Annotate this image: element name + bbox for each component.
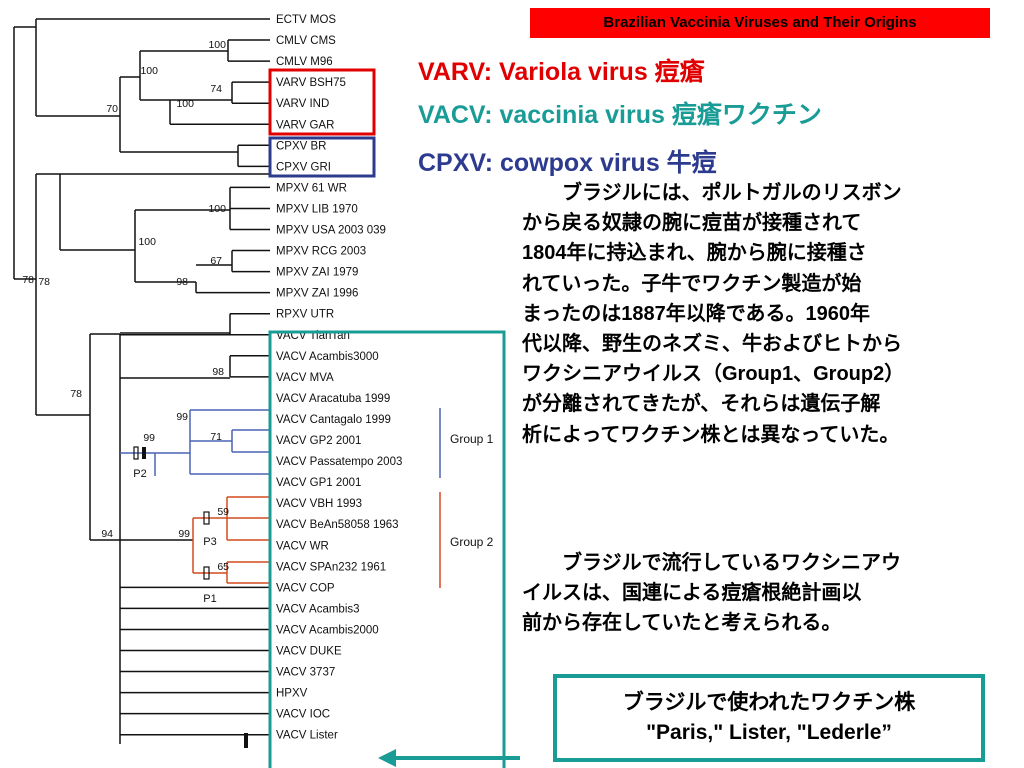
tree-label: VACV COP xyxy=(276,582,335,594)
tree-label: 67 xyxy=(210,255,222,267)
tree-label: P1 xyxy=(203,593,216,605)
paragraph-line: まったのは1887年以降である。1960年 xyxy=(522,302,870,325)
tree-label: 100 xyxy=(208,39,226,51)
tree-label: VACV Aracatuba 1999 xyxy=(276,393,390,405)
vaccine-strains-box: ブラジルで使われたワクチン株 "Paris," Lister, "Lederle… xyxy=(553,674,985,762)
tree-label: 78 xyxy=(38,276,50,288)
node-marker xyxy=(203,566,210,580)
tree-label: CPXV BR xyxy=(276,140,327,152)
tree-label: 100 xyxy=(176,98,194,110)
tree-label: RPXV UTR xyxy=(276,309,334,321)
tree-label: MPXV 61 WR xyxy=(276,182,347,194)
paragraph-line: が分離されてきたが、それらは遺伝子解 xyxy=(522,393,881,416)
node-marker xyxy=(203,511,210,525)
vacv-highlight-box xyxy=(268,330,506,768)
vaccine-strains-list: "Paris," Lister, "Lederle” xyxy=(646,721,892,744)
tree-label: 100 xyxy=(138,236,156,248)
tree-label: VARV GAR xyxy=(276,119,334,131)
tree-label: MPXV USA 2003 039 xyxy=(276,225,386,237)
tree-label: 78 xyxy=(22,274,34,286)
node-marker xyxy=(133,446,139,460)
tree-label: VACV Acambis3000 xyxy=(276,351,379,363)
tree-label: CMLV M96 xyxy=(276,56,333,68)
tree-label: VARV BSH75 xyxy=(276,77,346,89)
tree-label: 70 xyxy=(106,103,118,115)
paragraph-line: ブラジルには、ポルトガルのリスボン xyxy=(562,182,902,204)
tree-label: P2 xyxy=(133,468,146,480)
tree-label: 100 xyxy=(208,203,226,215)
tree-label: VACV WR xyxy=(276,540,329,552)
tree-label: MPXV RCG 2003 xyxy=(276,246,366,258)
varv-highlight-box xyxy=(268,68,376,136)
tree-label: VACV Cantagalo 1999 xyxy=(276,414,391,426)
tree-label: 65 xyxy=(217,561,229,573)
tree-label: VACV 3737 xyxy=(276,667,335,679)
tree-label: 71 xyxy=(210,431,222,443)
vaccine-strains-heading: ブラジルで使われたワクチン株 xyxy=(622,691,916,714)
node-marker xyxy=(244,733,248,748)
tree-label: 98 xyxy=(212,366,224,378)
tree-label: CMLV CMS xyxy=(276,35,336,47)
tree-label: 99 xyxy=(176,411,188,423)
tree-label: 78 xyxy=(70,388,82,400)
tree-label: VACV MVA xyxy=(276,372,334,384)
paragraph-line: 代以降、野生のネズミ、牛およびヒトから xyxy=(522,333,902,356)
tree-label: Group 1 xyxy=(450,432,494,446)
paragraph-line: イルスは、国連による痘瘡根絶計画以 xyxy=(522,582,862,605)
tree-label: VARV IND xyxy=(276,98,329,110)
conclusion-paragraph: ブラジルで流行しているワクシニアウイルスは、国連による痘瘡根絶計画以前から存在し… xyxy=(522,548,1012,639)
history-paragraph: ブラジルには、ポルトガルのリスボンから戻る奴隷の腕に痘苗が接種されて 1804年に… xyxy=(522,178,1012,450)
tree-label: MPXV ZAI 1979 xyxy=(276,267,358,279)
tree-label: ECTV MOS xyxy=(276,14,336,26)
legend-cpxv: CPXV: cowpox virus 牛痘 xyxy=(418,149,717,177)
tree-label: Group 2 xyxy=(450,535,494,549)
legend-varv: VARV: Variola virus 痘瘡 xyxy=(418,58,705,86)
tree-label: 99 xyxy=(143,432,155,444)
tree-label: 100 xyxy=(140,65,158,77)
tree-label: P3 xyxy=(203,536,216,548)
title-banner: Brazilian Vaccinia Viruses and Their Ori… xyxy=(530,8,990,38)
tree-label: VACV Lister xyxy=(276,730,338,742)
tree-label: VACV VBH 1993 xyxy=(276,498,362,510)
lister-arrow-head xyxy=(378,749,396,767)
paragraph-line: ワクシニアウイルス（Group1、Group2） xyxy=(522,363,905,386)
tree-label: 59 xyxy=(217,506,229,518)
paragraph-line: から戻る奴隷の腕に痘苗が接種されて xyxy=(522,212,862,235)
paragraph-line: 析によってワクチン株とは異なっていた。 xyxy=(522,423,900,446)
tree-label: VACV GP2 2001 xyxy=(276,435,361,447)
tree-label: VACV GP1 2001 xyxy=(276,477,361,489)
tree-label: VACV DUKE xyxy=(276,646,342,658)
tree-label: 99 xyxy=(178,528,190,540)
tree-label: MPXV ZAI 1996 xyxy=(276,288,358,300)
paragraph-line: 前から存在していたと考えられる。 xyxy=(522,612,842,635)
tree-label: 74 xyxy=(210,83,222,95)
tree-label: VACV SPAn232 1961 xyxy=(276,561,386,573)
tree-label: VACV IOC xyxy=(276,709,330,721)
node-marker xyxy=(142,447,146,459)
tree-label: VACV Acambis3 xyxy=(276,603,360,615)
tree-label: 98 xyxy=(176,276,188,288)
legend-vacv: VACV: vaccinia virus 痘瘡ワクチン xyxy=(418,101,822,129)
tree-label: HPXV xyxy=(276,688,308,700)
tree-label: MPXV LIB 1970 xyxy=(276,203,358,215)
paragraph-line: ブラジルで流行しているワクシニアウ xyxy=(562,552,901,574)
paragraph-line: 1804年に持込まれ、腕から腕に接種さ xyxy=(522,242,867,265)
cpxv-highlight-box xyxy=(268,136,376,178)
tree-label: CPXV GRI xyxy=(276,161,331,173)
tree-label: VACV Passatempo 2003 xyxy=(276,456,402,468)
tree-label: 94 xyxy=(101,528,113,540)
paragraph-line: れていった。子牛でワクチン製造が始 xyxy=(522,272,862,295)
tree-label: VACV Acambis2000 xyxy=(276,624,379,636)
tree-label: VACV BeAn58058 1963 xyxy=(276,519,399,531)
